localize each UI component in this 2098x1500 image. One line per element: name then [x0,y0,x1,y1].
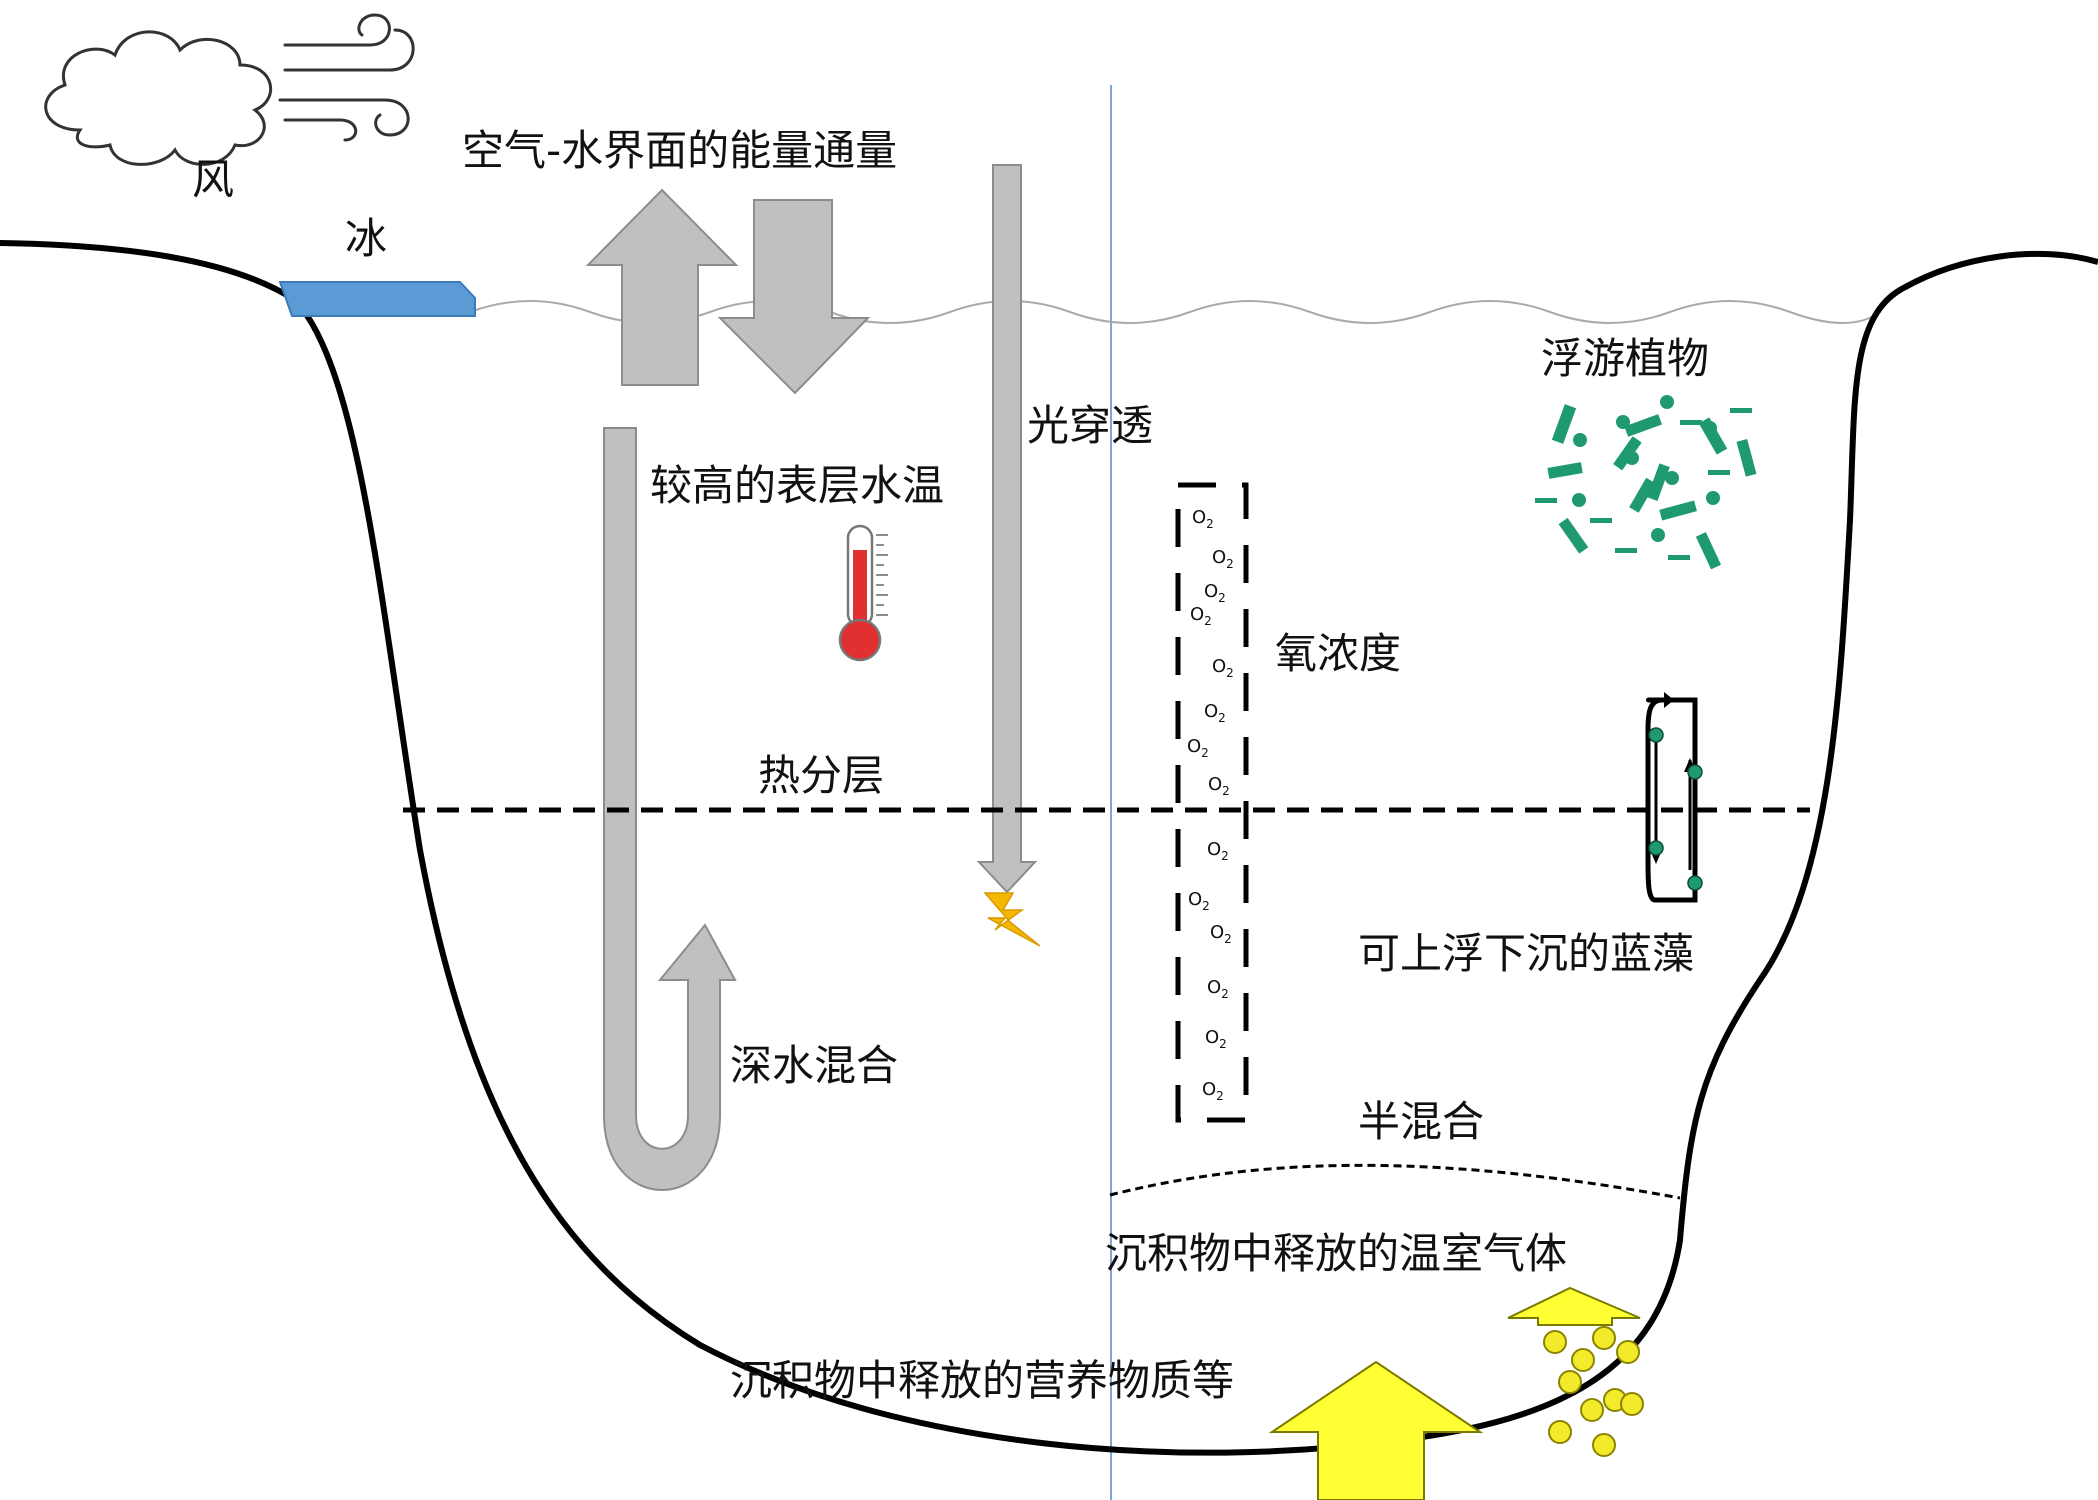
label-greenhouse-gas: 沉积物中释放的温室气体 [1105,1229,1567,1278]
oxygen-molecule-label: O2 [1190,604,1212,628]
oxygen-subscript: 2 [1216,1089,1224,1103]
oxygen-subscript: 2 [1221,849,1229,863]
label-deep-mixing: 深水混合 [730,1041,898,1090]
bubble-icon [1543,1326,1644,1457]
oxygen-molecule-label: O2 [1188,889,1210,913]
ice-block [278,281,476,317]
energy-up-arrow [585,188,739,386]
oxygen-subscript: 2 [1226,666,1234,680]
oxygen-subscript: 2 [1221,987,1229,1001]
oxygen-molecule-label: O2 [1205,1027,1227,1051]
oxygen-subscript: 2 [1226,557,1234,571]
label-cyanobacteria: 可上浮下沉的蓝藻 [1358,929,1694,978]
cyanobacteria-cycle [1645,692,1703,903]
oxygen-molecule-label: O2 [1208,774,1230,798]
oxygen-molecule-label: O2 [1207,977,1229,1001]
greenhouse-arrow [1507,1286,1641,1326]
oxygen-molecule-label: O2 [1204,581,1226,605]
oxygen-molecule-label: O2 [1212,656,1234,680]
light-arrow [976,164,1038,894]
oxygen-subscript: 2 [1222,784,1230,798]
thermometer-icon [838,524,888,662]
oxygen-subscript: 2 [1218,711,1226,725]
cloud-icon [44,30,273,166]
label-wind: 风 [192,155,234,204]
oxygen-subscript: 2 [1201,746,1209,760]
oxygen-molecule-label: O2 [1187,736,1209,760]
label-thermocline: 热分层 [758,751,884,800]
oxygen-molecule-label: O2 [1204,701,1226,725]
label-oxygen: 氧浓度 [1275,629,1401,678]
oxygen-molecule-label: O2 [1212,547,1234,571]
nutrient-arrow [1268,1360,1484,1500]
label-light-penetration: 光穿透 [1027,401,1153,450]
energy-down-arrow [717,199,871,395]
oxygen-subscript: 2 [1204,614,1212,628]
oxygen-molecule-label: O2 [1210,922,1232,946]
oxygen-molecule-label: O2 [1207,839,1229,863]
label-energy-flux: 空气-水界面的能量通量 [462,126,897,175]
oxygen-molecule-label: O2 [1202,1079,1224,1103]
oxygen-subscript: 2 [1224,932,1232,946]
label-semi-mixing: 半混合 [1358,1097,1484,1146]
oxygen-subscript: 2 [1218,591,1226,605]
deep-mixing-arrow [603,427,737,1191]
wind-icon [278,13,415,142]
oxygen-subscript: 2 [1206,517,1214,531]
label-surface-temp: 较高的表层水温 [650,461,944,510]
oxygen-column [1175,482,1249,1123]
semi-mixing-boundary [1109,1163,1681,1200]
oxygen-molecule-label: O2 [1192,507,1214,531]
water-surface [469,300,1881,324]
label-phytoplankton: 浮游植物 [1541,334,1709,383]
oxygen-subscript: 2 [1219,1037,1227,1051]
label-ice: 冰 [345,214,387,263]
phytoplankton-icon [1535,395,1757,570]
label-nutrients: 沉积物中释放的营养物质等 [730,1356,1234,1405]
lightning-icon [983,892,1041,947]
oxygen-subscript: 2 [1202,899,1210,913]
